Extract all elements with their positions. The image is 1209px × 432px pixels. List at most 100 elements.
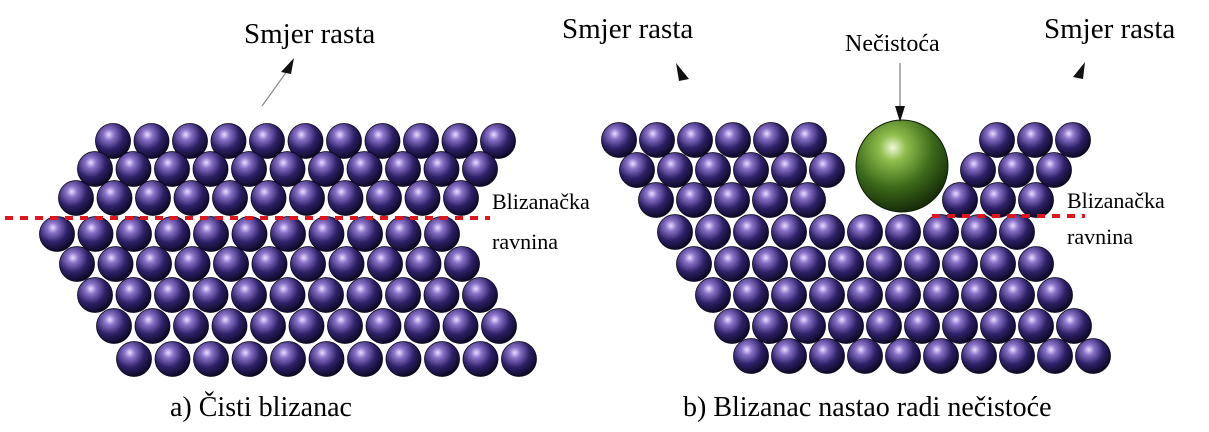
lattice-atom — [95, 123, 131, 159]
lattice-atom — [173, 308, 209, 344]
lattice-atom — [715, 122, 751, 158]
lattice-atom — [97, 246, 134, 282]
lattice-atom — [923, 277, 959, 313]
lattice-atom — [847, 277, 883, 313]
growth-arrow-b-right-head — [1073, 62, 1085, 79]
lattice-atom — [480, 123, 516, 159]
growth-arrow-b-left-head — [676, 63, 689, 81]
lattice-atom — [676, 182, 712, 218]
lattice-atom — [733, 277, 769, 313]
lattice-atom — [289, 180, 325, 216]
lattice-atom — [346, 277, 383, 313]
lattice-atom — [251, 246, 288, 282]
lattice-atom — [904, 246, 940, 282]
lattice-atom — [77, 216, 114, 252]
lattice-atom — [771, 338, 807, 374]
lattice-atom — [885, 214, 921, 250]
lattice-atom — [347, 341, 383, 377]
lattice-atom — [1017, 122, 1053, 158]
lattice-atom — [1018, 182, 1054, 218]
lattice-atom — [1055, 122, 1091, 158]
lattice-atom — [809, 214, 845, 250]
lattice-atom — [367, 246, 403, 282]
lattice-atom — [676, 246, 712, 282]
lattice-atom — [210, 123, 247, 159]
lattice-atom — [347, 216, 383, 252]
lattice-atom — [269, 151, 306, 187]
lattice-atom — [1056, 308, 1092, 344]
lattice-atom — [601, 122, 637, 158]
lattice-atom — [231, 277, 267, 313]
lattice-atom — [173, 180, 210, 216]
lattice-atom — [442, 308, 479, 344]
twin-plane-label-b-line1: Blizanačka — [1067, 188, 1165, 213]
lattice-atom — [733, 338, 769, 374]
lattice-atom — [59, 246, 95, 282]
lattice-atom — [326, 123, 362, 159]
lattice-atom — [270, 341, 306, 377]
lattice-atom — [444, 246, 480, 282]
impurity-atom — [855, 119, 949, 213]
lattice-atom — [847, 214, 883, 250]
lattice-atom — [77, 151, 113, 187]
lattice-atom — [154, 216, 191, 252]
lattice-atom — [212, 180, 248, 216]
lattice-atom — [961, 338, 997, 374]
lattice-atom — [752, 308, 788, 344]
lattice-atom — [998, 152, 1034, 188]
lattice-atom — [213, 246, 249, 282]
lattice-atom — [270, 216, 306, 252]
growth-direction-label-b-left: Smjer rasta — [562, 13, 694, 45]
atoms-panel-b — [601, 122, 1111, 374]
lattice-atom — [923, 338, 959, 374]
lattice-atom — [1036, 152, 1072, 188]
lattice-atom — [1018, 246, 1054, 282]
lattice-atom — [364, 123, 401, 159]
lattice-atom — [809, 338, 845, 374]
lattice-atom — [328, 246, 365, 282]
lattice-atom — [942, 182, 978, 218]
lattice-atom — [828, 246, 864, 282]
lattice-atom — [443, 180, 479, 216]
lattice-atom — [980, 182, 1016, 218]
lattice-atom — [1018, 308, 1054, 344]
lattice-atom — [677, 122, 713, 158]
lattice-atom — [980, 308, 1016, 344]
lattice-atom — [308, 277, 344, 313]
lattice-atom — [733, 214, 769, 250]
lattice-atom — [790, 308, 826, 344]
lattice-atom — [771, 277, 807, 313]
lattice-atom — [115, 151, 152, 187]
lattice-atom — [979, 122, 1015, 158]
lattice-atom — [135, 180, 171, 216]
lattice-atom — [753, 122, 789, 158]
lattice-atom — [695, 277, 731, 313]
lattice-atom — [999, 277, 1035, 313]
lattice-atom — [308, 216, 345, 252]
impurity-arrow-head — [895, 106, 905, 122]
lattice-atom — [424, 216, 460, 252]
lattice-atom — [866, 308, 902, 344]
lattice-atom — [423, 151, 460, 187]
lattice-atom — [809, 277, 845, 313]
growth-arrow-a-shaft — [261, 66, 291, 107]
lattice-atom — [39, 216, 75, 252]
lattice-atom — [154, 277, 190, 313]
lattice-atom — [115, 277, 152, 313]
lattice-atom — [385, 216, 422, 252]
lattice-atom — [77, 277, 113, 313]
lattice-atom — [942, 308, 978, 344]
lattice-atom — [904, 308, 940, 344]
lattice-atom — [999, 214, 1035, 250]
lattice-atom — [231, 341, 268, 377]
lattice-atom — [366, 180, 402, 216]
lattice-atom — [885, 338, 921, 374]
lattice-atom — [942, 246, 978, 282]
lattice-atom — [828, 308, 864, 344]
lattice-atom — [405, 246, 442, 282]
caption-a: a) Čisti blizanac — [170, 392, 352, 423]
lattice-atom — [116, 216, 152, 252]
lattice-atom — [134, 308, 171, 344]
twin-plane-label-b-line2: ravnina — [1067, 224, 1133, 249]
lattice-atom — [172, 123, 208, 159]
